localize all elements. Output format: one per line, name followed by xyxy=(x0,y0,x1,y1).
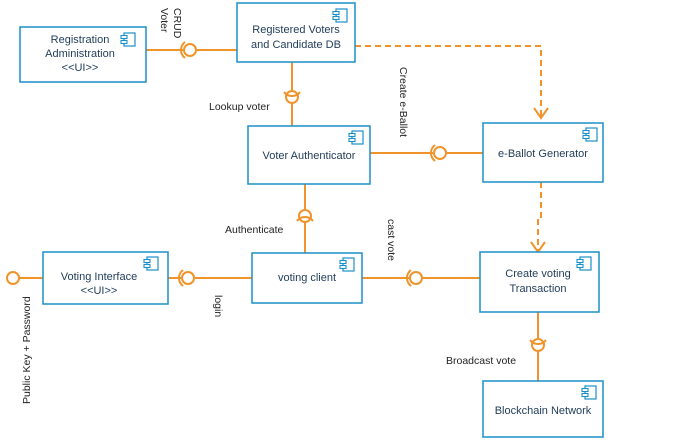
required-interface-authenticate xyxy=(296,216,314,222)
registered-db-label-2: and Candidate DB xyxy=(251,39,341,51)
voting-client-component[interactable] xyxy=(251,252,363,304)
provided-interface-authenticate xyxy=(298,209,312,223)
provided-interface-login xyxy=(181,271,195,285)
required-interface-create-eballot xyxy=(430,144,436,162)
provided-interface-crud xyxy=(183,43,197,57)
voting-interface-label-1: Voting Interface xyxy=(61,271,137,283)
create-transaction-label-2: Transaction xyxy=(509,283,566,295)
provided-interface-lookup xyxy=(285,90,299,104)
label-create-eballot: Create e-Ballot xyxy=(397,67,409,137)
label-voter: Voter xyxy=(158,8,170,33)
dependency-eballot-transaction xyxy=(537,182,542,250)
blockchain-network-label: Blockchain Network xyxy=(495,405,592,417)
voting-interface-stereotype: <<UI>> xyxy=(81,285,118,297)
eballot-generator-label: e-Ballot Generator xyxy=(498,148,588,160)
required-interface-cast-vote xyxy=(406,269,412,287)
dependency-db-eballot xyxy=(355,45,542,116)
registered-db-label-1: Registered Voters xyxy=(252,24,340,36)
label-cast-vote: cast vote xyxy=(385,219,397,261)
required-interface-lookup xyxy=(283,91,301,97)
provided-interface-credentials xyxy=(6,271,20,285)
label-lookup-voter: Lookup voter xyxy=(209,101,270,113)
voting-client-label: voting client xyxy=(278,272,336,284)
registration-admin-label-2: Administration xyxy=(45,48,115,60)
dependency-arrowhead-eballot xyxy=(533,107,549,120)
required-interface-broadcast xyxy=(529,339,547,345)
required-interface-login xyxy=(178,269,184,287)
label-public-key-password: Public Key + Password xyxy=(21,296,33,404)
provided-interface-create-eballot xyxy=(433,146,447,160)
label-crud: CRUD xyxy=(171,8,183,39)
label-login: login xyxy=(212,295,224,317)
registration-admin-stereotype: <<UI>> xyxy=(62,62,99,74)
voter-authenticator-label: Voter Authenticator xyxy=(263,150,356,162)
label-broadcast-vote: Broadcast vote xyxy=(446,355,516,367)
label-authenticate: Authenticate xyxy=(225,224,284,236)
create-transaction-label-1: Create voting xyxy=(505,268,570,280)
provided-interface-cast-vote xyxy=(409,271,423,285)
provided-interface-broadcast xyxy=(531,338,545,352)
registration-admin-label-1: Registration xyxy=(51,34,110,46)
required-interface-crud xyxy=(180,41,186,59)
